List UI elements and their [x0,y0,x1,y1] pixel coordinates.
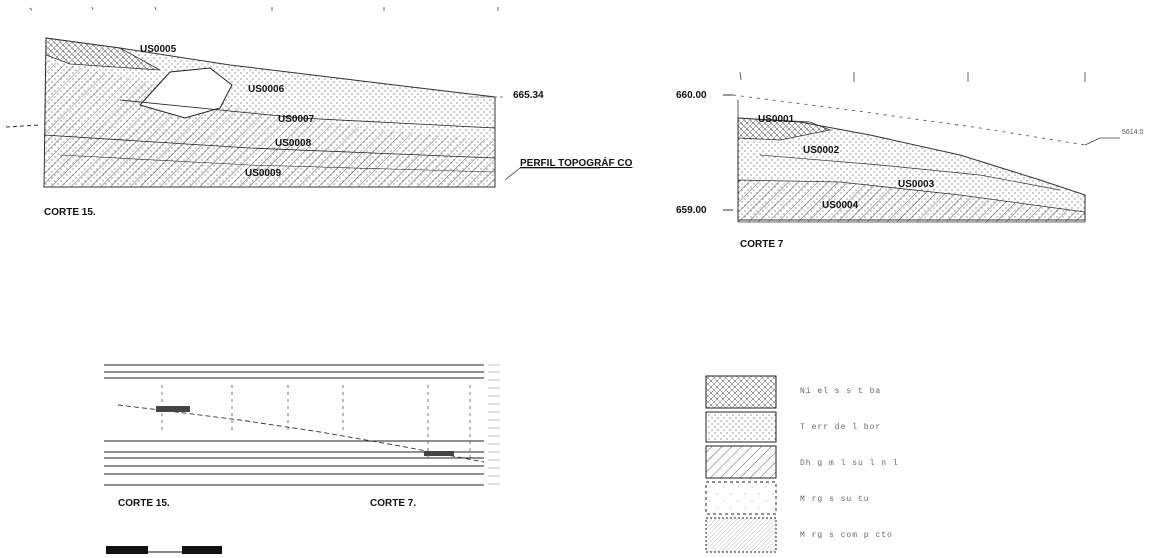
layer-hatch-lower [44,120,495,187]
profile-label: PERFIL TOPOGRÁF CO [520,156,633,169]
elev-bottom-label: 659.00 [676,205,707,216]
overview-corte7-marker [424,451,454,456]
unit-label-us0002: US0002 [803,145,840,156]
unit-label-us0003: US0003 [898,179,935,190]
elevation-label-right: 665.34 [513,90,544,101]
elev-right-label: 5614.0 [1122,129,1144,136]
overview-label-corte15: CORTE 15. [118,498,170,509]
legend-swatch-2 [705,411,777,443]
legend-swatch-3 [705,445,777,479]
unit-label-us0008: US0008 [275,138,312,149]
corte-7-top-ticks [739,71,1086,82]
overview-scale-ticks [488,364,500,485]
unit-label-us0004: US0004 [822,200,859,211]
legend-label-1: Ni el s s t ba [800,387,881,396]
legend-label-2: T err de l bor [800,423,881,432]
overview-horizontal-lines [104,364,484,486]
unit-label-us0006: US0006 [248,84,285,95]
unit-label-us0007: US0007 [278,114,315,125]
corte-7-title: CORTE 7 [740,239,784,250]
unit-label-us0005: US0005 [140,44,177,55]
unit-label-us0001: US0001 [758,114,795,125]
legend-swatch-4 [705,481,777,515]
overview-profile: CORTE 15. CORTE 7. [104,364,500,554]
legend-label-3: Dh g m l su l n l [800,459,899,468]
layer-us0005 [45,37,161,71]
corte-15-title: CORTE 15. [44,207,96,218]
legend-swatch-5 [705,517,777,553]
corte-7-section: 660.00 659.00 5614.0 US0001 US0002 US000… [676,71,1144,250]
overview-label-corte7: CORTE 7. [370,498,416,509]
legend-label-5: M rg s com p cto [800,531,893,540]
void-blob [139,67,233,119]
overview-profile-line [117,404,485,463]
top-ticks [29,6,499,11]
elev-top-label: 660.00 [676,90,707,101]
corte-15-section: US0005 US0006 US0007 US0008 US0009 665.3… [5,6,633,218]
layer-us0004 [737,179,1086,223]
legend-swatch-1 [705,375,777,409]
scale-bar [106,546,222,554]
legend-label-4: M rg s su tu [800,495,870,504]
overview-corte15-marker [156,406,190,412]
unit-label-us0009: US0009 [245,168,282,179]
legend: Ni el s s t ba T err de l bor Dh g m l s… [705,375,899,553]
overview-vertical-dashes [161,385,471,458]
